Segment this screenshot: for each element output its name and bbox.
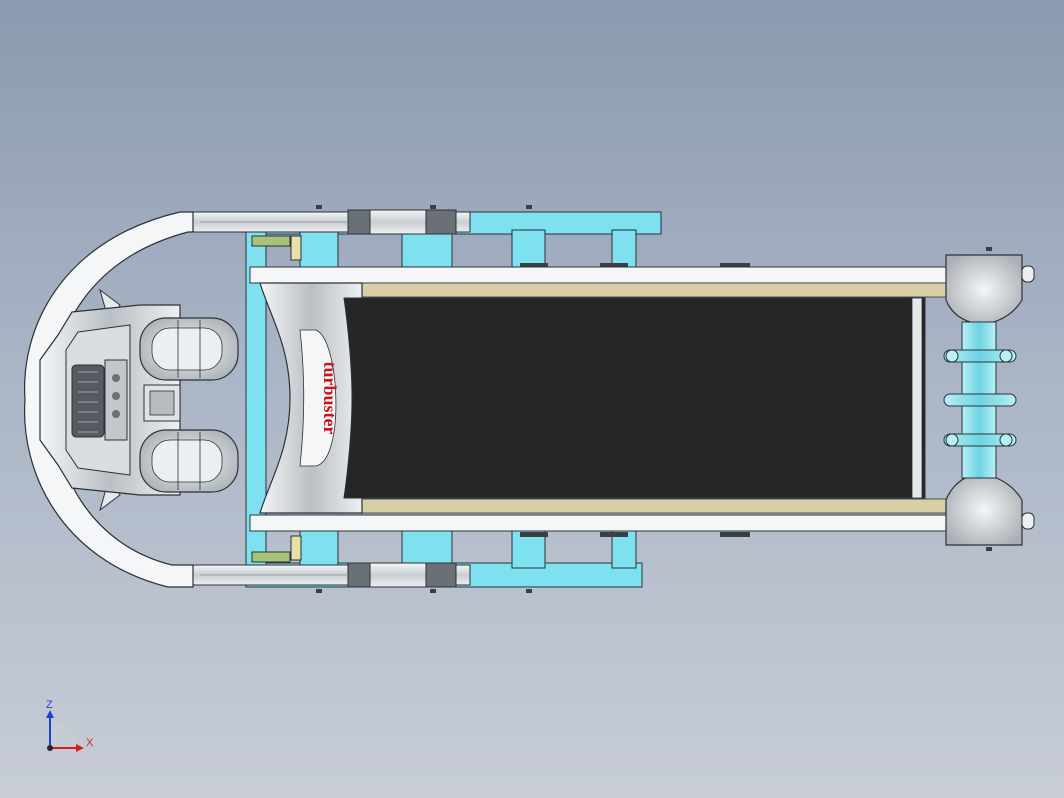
- handrail-bottom[interactable]: [191, 562, 471, 588]
- motor-hood[interactable]: turbuster: [259, 282, 363, 514]
- x-axis-arrowhead: [76, 744, 84, 752]
- handrail-top[interactable]: [191, 209, 471, 235]
- z-axis-arrowhead: [46, 710, 54, 718]
- z-axis-label: Z: [46, 699, 53, 711]
- coordinate-triad: Z X: [46, 699, 94, 752]
- fasteners: [316, 205, 992, 593]
- hand-grip-lower[interactable]: [139, 429, 239, 493]
- hand-grip-upper[interactable]: [139, 317, 239, 381]
- brand-logo-text: turbuster: [320, 362, 340, 435]
- x-axis-label: X: [86, 737, 94, 749]
- rear-stabilizer[interactable]: [943, 321, 1017, 479]
- origin-point: [47, 745, 53, 751]
- running-belt[interactable]: [343, 297, 926, 499]
